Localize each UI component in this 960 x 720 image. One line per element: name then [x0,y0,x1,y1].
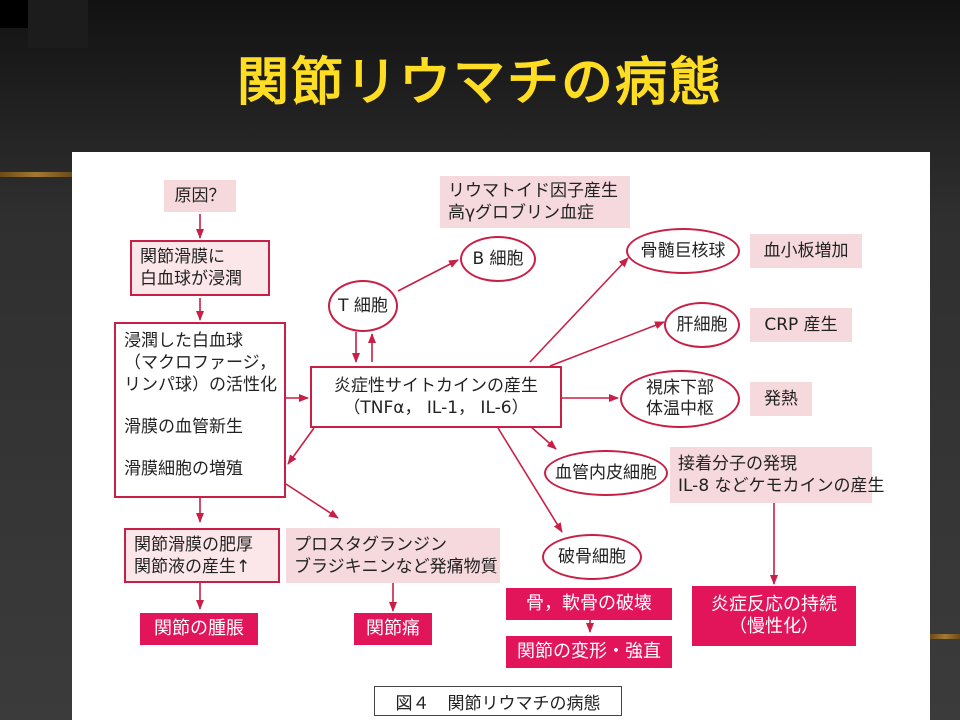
b-cell-node: B 細胞 [460,236,536,282]
caption-title: 関節リウマチの病態 [447,693,601,714]
hypothalamus-node: 視床下部 体温中枢 [620,370,740,428]
deformity-box: 関節の変形・強直 [506,636,672,668]
chronic-line-1: 炎症反応の持続 [711,594,837,615]
arrow [549,321,665,367]
bone-marrow-label: 骨髄巨核球 [640,240,726,261]
chronic-inflammation-box: 炎症反応の持続 （慢性化） [692,586,856,646]
fever-label: 発熱 [764,389,798,409]
adhesion-line-1: 接着分子の発現 [678,454,797,474]
decorative-stripe [0,172,72,177]
osteoclast-label: 破骨細胞 [558,546,626,567]
proliferation-text: 滑膜細胞の増殖 [124,459,243,479]
thickening-box: 関節滑膜の肥厚 関節液の産生↑ [124,528,280,583]
arrow [497,427,563,533]
adhesion-line-2: IL-8 などケモカインの産生 [678,476,885,496]
activation-box: 浸潤した白血球 （マクロファージ， リンパ球）の活性化 滑膜の血管新生 滑膜細胞… [114,322,286,498]
figure-caption: 図４ 関節リウマチの病態 [374,686,622,716]
infiltration-line-1: 関節滑膜に [140,247,225,267]
arrow [285,483,339,519]
slide-title: 関節リウマチの病態 [236,53,723,113]
cytokine-line-1: 炎症性サイトカインの産生 [334,376,538,396]
infiltration-box: 関節滑膜に 白血球が浸潤 [130,240,270,296]
swelling-label: 関節の腫脹 [154,618,244,639]
rf-line-1: リウマトイド因子産生 [448,181,618,201]
t-cell-label: T 細胞 [338,295,388,316]
joint-pain-label: 関節痛 [366,618,420,639]
deformity-label: 関節の変形・強直 [517,641,661,662]
cytokine-box: 炎症性サイトカインの産生 （TNFα， IL-1， IL-6） [310,366,562,428]
diagram-panel: 原因？ 関節滑膜に 白血球が浸潤 浸潤した白血球 （マクロファージ， リンパ球）… [72,152,930,720]
thickening-line-2: 関節液の産生↑ [134,556,251,577]
rheumatoid-factor-box: リウマトイド因子産生 高γグロブリン血症 [440,176,630,228]
prostaglandin-line-1: プロスタグランジン [294,534,447,555]
liver-cell-node: 肝細胞 [664,302,740,348]
angiogenesis-text: 滑膜の血管新生 [124,417,243,437]
bone-destruction-label: 骨，軟骨の破壊 [526,593,652,614]
joint-pain-box: 関節痛 [354,613,432,645]
liver-cell-label: 肝細胞 [676,314,728,335]
prostaglandin-line-2: ブラジキニンなど発痛物質 [294,556,498,577]
arrow [529,425,557,450]
crp-label: CRP 産生 [764,315,838,335]
platelet-label: 血小板増加 [763,241,849,261]
corner-decoration [28,0,88,48]
cause-text: 原因？ [174,186,226,206]
osteoclast-node: 破骨細胞 [542,534,642,580]
arrow [397,259,459,292]
arrow [287,427,315,465]
adhesion-box: 接着分子の発現 IL-8 などケモカインの産生 [670,447,885,503]
arrow [529,257,629,363]
activation-line-2: （マクロファージ， [124,353,277,373]
caption-figure-number: 図４ [395,693,430,714]
platelet-box: 血小板増加 [750,234,862,268]
fever-box: 発熱 [750,382,812,416]
prostaglandin-box: プロスタグランジン ブラジキニンなど発痛物質 [286,528,500,583]
chronic-line-2: （慢性化） [729,616,819,637]
rf-line-2: 高γグロブリン血症 [448,203,595,223]
crp-box: CRP 産生 [750,308,852,342]
decorative-stripe [930,634,960,639]
flow-arrows [196,214,778,633]
endothelium-node: 血管内皮細胞 [544,450,668,496]
cause-box: 原因？ [164,180,236,212]
swelling-box: 関節の腫脹 [140,613,258,645]
bone-destruction-box: 骨，軟骨の破壊 [506,588,672,620]
activation-line-3: リンパ球）の活性化 [124,375,277,395]
infiltration-line-2: 白血球が浸潤 [140,269,242,289]
bone-marrow-node: 骨髄巨核球 [626,228,740,274]
b-cell-label: B 細胞 [472,248,524,269]
thickening-line-1: 関節滑膜の肥厚 [134,534,253,555]
t-cell-node: T 細胞 [328,280,398,332]
activation-line-1: 浸潤した白血球 [124,331,243,351]
endothelium-label: 血管内皮細胞 [555,462,657,483]
hypothalamus-line-1: 視床下部 [646,378,714,398]
hypothalamus-line-2: 体温中枢 [646,399,714,419]
cytokine-line-2: （TNFα， IL-1， IL-6） [343,398,529,418]
